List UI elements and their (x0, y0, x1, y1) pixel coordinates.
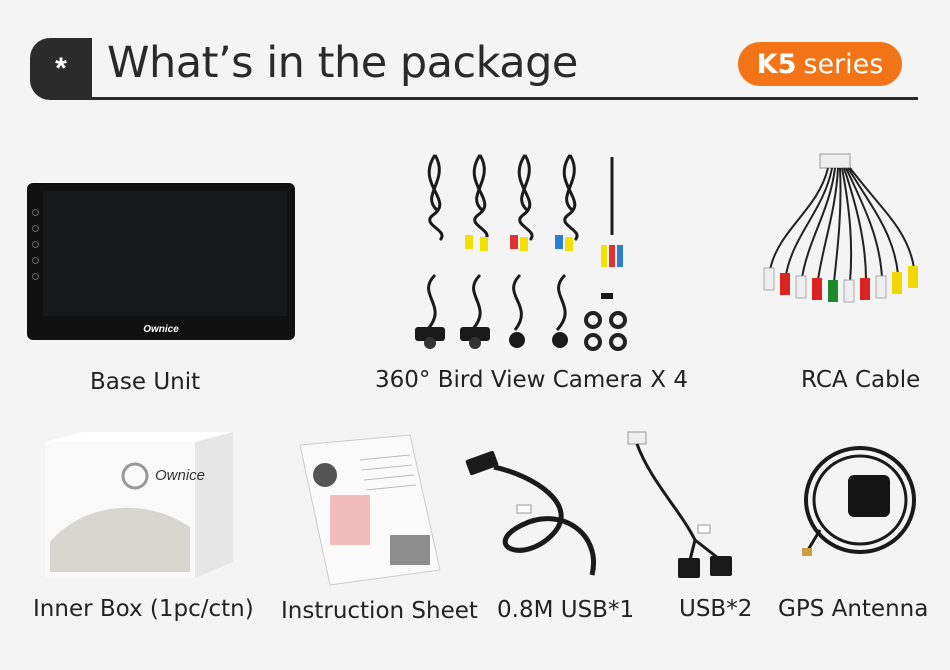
page-title: What’s in the package (107, 38, 578, 88)
caption-usb1: 0.8M USB*1 (497, 597, 635, 623)
screen-display (43, 191, 287, 316)
instruction-sheet-image (300, 435, 441, 586)
series-label: series (803, 48, 884, 80)
caption-rca: RCA Cable (801, 367, 921, 393)
gps-antenna-image (802, 446, 916, 556)
rca-wires (769, 167, 915, 283)
power-icon (32, 209, 39, 216)
caption-instruction: Instruction Sheet (281, 598, 478, 624)
camera-bodies (415, 293, 627, 351)
back-icon (32, 241, 39, 248)
camera-connectors (465, 235, 623, 267)
header-star-badge: * (30, 38, 92, 100)
caption-usb2: USB*2 (679, 596, 753, 622)
home-icon (32, 225, 39, 232)
volume-icon (32, 257, 39, 264)
series-badge: K5 series (738, 42, 902, 86)
rca-plugs (763, 266, 918, 303)
caption-base-unit: Base Unit (90, 369, 201, 395)
series-model: K5 (756, 48, 797, 80)
inner-box-image: Ownice (45, 432, 233, 578)
caption-inner-box: Inner Box (1pc/ctn) (33, 596, 254, 622)
caption-gps: GPS Antenna (778, 596, 929, 622)
rca-cable-image (763, 153, 918, 303)
caption-camera: 360° Bird View Camera X 4 (375, 367, 689, 393)
inner-box-brand: Ownice (155, 467, 206, 484)
instruction-lines (359, 454, 417, 491)
base-unit-image: Ownice (27, 183, 295, 340)
usb-dual-cable-image (627, 431, 732, 578)
header-underline (92, 97, 918, 100)
camera-cables (425, 154, 614, 332)
base-unit-brand: Ownice (143, 324, 179, 335)
usb-cable-image (465, 450, 596, 576)
camera-set-image (415, 154, 627, 351)
nav-icon (32, 273, 39, 280)
